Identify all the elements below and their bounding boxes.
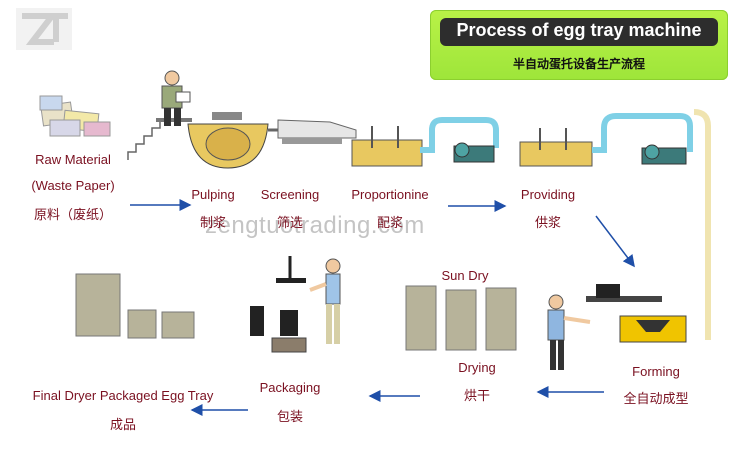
title-chinese: 半自动蛋托设备生产流程 (512, 57, 645, 71)
egg-tray-stacks-icon (75, 273, 195, 339)
watermark: zengtuotrading.com (205, 212, 425, 239)
sun-dry-stacks-icon (405, 285, 517, 351)
proportioning-tank-icon (351, 126, 423, 167)
providing-label: Providing (520, 187, 576, 202)
screening-machine-icon (268, 119, 357, 144)
waste-paper-icon (39, 95, 111, 137)
worker-loading-icon (127, 70, 192, 160)
packaging-machine-icon (250, 256, 307, 353)
proportioning-label: Proportionine (351, 187, 429, 202)
pulping-cn-label: 制浆 (199, 215, 227, 230)
screening-label: Screening (260, 187, 320, 202)
forming-label: Forming (632, 364, 680, 379)
packaging-label: Packaging (259, 380, 321, 395)
drying-label: Drying (458, 360, 496, 375)
drying-cn-label: 烘干 (463, 388, 491, 403)
title-english: Process of egg tray machine (456, 20, 702, 40)
final-product-cn-label: 成品 (109, 417, 137, 432)
raw-material-label: Raw Material (35, 152, 111, 167)
providing-tank-icon (519, 128, 593, 167)
company-logo-icon (16, 8, 72, 50)
forming-machine-icon (586, 284, 687, 343)
worker-forming-icon (547, 294, 591, 370)
sun-dry-label: Sun Dry (441, 268, 489, 283)
pump-icon (453, 142, 495, 163)
raw-material-cn-label: 原料（废纸） (33, 207, 113, 222)
title-banner: Process of egg tray machine 半自动蛋托设备生产流程 (430, 10, 728, 80)
pulping-tank-icon (187, 112, 269, 169)
title-bar: Process of egg tray machine (440, 18, 718, 46)
final-product-label: Final Dryer Packaged Egg Tray (32, 388, 214, 403)
providing-cn-label: 供浆 (534, 215, 562, 230)
worker-packaging-icon (309, 258, 341, 344)
forming-cn-label: 全自动成型 (623, 391, 689, 406)
screening-cn-label: 筛选 (276, 215, 304, 230)
proportioning-cn-label: 配浆 (376, 215, 404, 230)
raw-material-sublabel: (Waste Paper) (31, 178, 115, 193)
packaging-cn-label: 包装 (276, 409, 304, 424)
arrow-providing-to-forming (595, 215, 635, 268)
pulping-label: Pulping (191, 187, 235, 202)
pump-icon-2 (641, 144, 687, 165)
